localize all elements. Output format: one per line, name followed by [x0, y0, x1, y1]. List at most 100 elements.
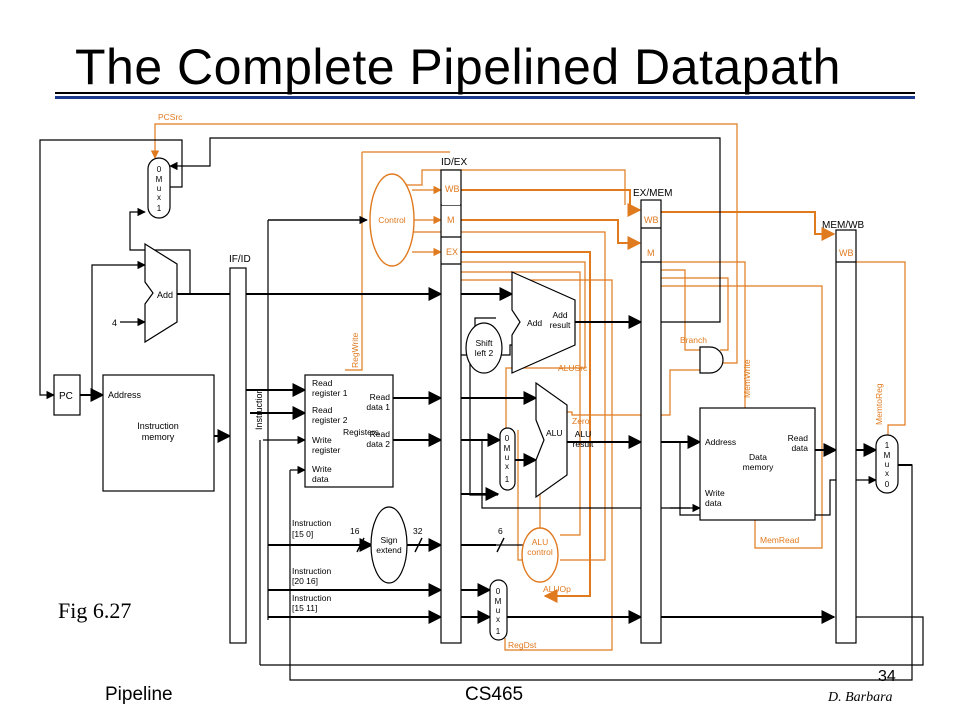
exmem-wb: WB: [644, 215, 659, 225]
svg-text:1: 1: [505, 475, 510, 484]
memwrite-label: MemWrite: [742, 359, 752, 398]
alusrc-label: ALUSrc: [558, 363, 588, 373]
svg-text:0: 0: [505, 434, 510, 443]
aluop-label: ALUOp: [543, 584, 571, 594]
svg-text:u: u: [505, 453, 509, 462]
idex-label: ID/EX: [441, 157, 467, 168]
svg-text:data: data: [312, 474, 329, 484]
svg-text:memory: memory: [743, 462, 774, 472]
instruction-memory: [102, 374, 215, 492]
regdst-mux-labels: 0 M u x 1: [495, 587, 502, 636]
four-label: 4: [112, 318, 117, 328]
memwb-wb: WB: [839, 248, 854, 258]
memtoreg-mux: [875, 434, 899, 494]
idex-m: M: [447, 215, 455, 225]
idex-register: [440, 169, 462, 644]
alu: [535, 381, 568, 499]
svg-text:ALU: ALU: [575, 429, 592, 439]
svg-text:control: control: [527, 547, 553, 557]
pcsrc-label: PCSrc: [158, 112, 183, 122]
data-lines: [39, 137, 924, 681]
svg-text:data 1: data 1: [366, 402, 390, 412]
figure-label: Fig 6.27: [58, 598, 132, 623]
svg-text:16: 16: [350, 526, 360, 536]
svg-text:Data: Data: [749, 452, 767, 462]
svg-text:result: result: [550, 320, 571, 330]
pcsrc-line: [150, 123, 738, 364]
svg-text:Read: Read: [312, 378, 333, 388]
svg-text:left 2: left 2: [475, 348, 494, 358]
exmem-label: EX/MEM: [633, 188, 672, 199]
svg-text:1: 1: [496, 627, 501, 636]
svg-text:data: data: [705, 498, 722, 508]
svg-text:register: register: [312, 445, 341, 455]
svg-text:6: 6: [498, 526, 503, 536]
data-memory: [699, 407, 816, 521]
imem-address: Address: [108, 390, 142, 400]
svg-text:[15 11]: [15 11]: [292, 603, 317, 613]
pipeline-registers: [229, 169, 857, 644]
instruction-label: Instruction: [254, 388, 264, 430]
pc-adder: [144, 242, 178, 344]
control-signals: [150, 123, 906, 651]
svg-text:Write: Write: [705, 488, 725, 498]
alusrc-mux-labels: 0 M u x 1: [504, 434, 511, 484]
svg-text:u: u: [157, 184, 161, 193]
svg-text:Read: Read: [312, 405, 333, 415]
branch-and-gate: [699, 346, 724, 374]
memread-label: MemRead: [760, 535, 799, 545]
title-rule-accent: [55, 96, 915, 99]
footer-left: Pipeline: [105, 684, 173, 705]
wb-mux-labels: 1 M u x 0: [884, 441, 891, 489]
svg-text:Add: Add: [552, 310, 567, 320]
pc-label: PC: [59, 391, 73, 402]
memwb-label: MEM/WB: [822, 220, 865, 231]
branch-adder: [511, 271, 576, 374]
svg-text:u: u: [885, 460, 889, 469]
page-title: The Complete Pipelined Datapath: [75, 39, 841, 95]
svg-text:Write: Write: [312, 435, 332, 445]
svg-text:Sign: Sign: [380, 535, 397, 545]
svg-text:M: M: [504, 444, 511, 453]
svg-text:ALU: ALU: [532, 537, 549, 547]
svg-text:M: M: [495, 597, 502, 606]
idex-wb: WB: [445, 184, 460, 194]
imem-name-2: memory: [142, 432, 175, 442]
svg-text:M: M: [884, 451, 891, 460]
control-unit: [369, 173, 415, 267]
svg-text:Instruction: Instruction: [292, 593, 331, 603]
regwrite-label: RegWrite: [350, 332, 360, 368]
regdst-mux: [489, 579, 508, 641]
svg-text:Read: Read: [370, 429, 391, 439]
svg-text:Address: Address: [705, 437, 736, 447]
ifid-label: IF/ID: [229, 254, 251, 265]
svg-text:Instruction: Instruction: [292, 566, 331, 576]
svg-text:1: 1: [885, 441, 890, 450]
alusrc-mux: [499, 427, 516, 491]
register-labels: Read register 1 Read register 2 Write re…: [312, 378, 390, 484]
exmem-register: [640, 199, 662, 644]
pc-adder-label: Add: [157, 290, 173, 300]
alu-control: [521, 527, 559, 583]
svg-text:M: M: [156, 175, 163, 184]
svg-text:Registers: Registers: [343, 427, 379, 437]
idex-ex: EX: [446, 247, 458, 257]
svg-text:0: 0: [157, 165, 162, 174]
memwb-register: [835, 229, 857, 644]
signal-labels: PCSrc RegWrite ALUSrc Branch MemWrite Me…: [158, 112, 884, 650]
zero-label: Zero: [572, 416, 590, 426]
svg-text:Read: Read: [788, 433, 809, 443]
svg-text:ALU: ALU: [546, 428, 563, 438]
svg-text:0: 0: [496, 587, 501, 596]
svg-text:Instruction: Instruction: [292, 518, 331, 528]
svg-text:x: x: [157, 193, 161, 202]
svg-text:1: 1: [157, 204, 162, 213]
svg-text:[20 16]: [20 16]: [292, 576, 318, 586]
memtoreg-label: MemtoReg: [874, 383, 884, 425]
branch-label: Branch: [680, 335, 707, 345]
svg-text:data 2: data 2: [366, 439, 390, 449]
svg-text:0: 0: [885, 480, 890, 489]
svg-text:data: data: [791, 443, 808, 453]
svg-text:[15 0]: [15 0]: [292, 529, 313, 539]
